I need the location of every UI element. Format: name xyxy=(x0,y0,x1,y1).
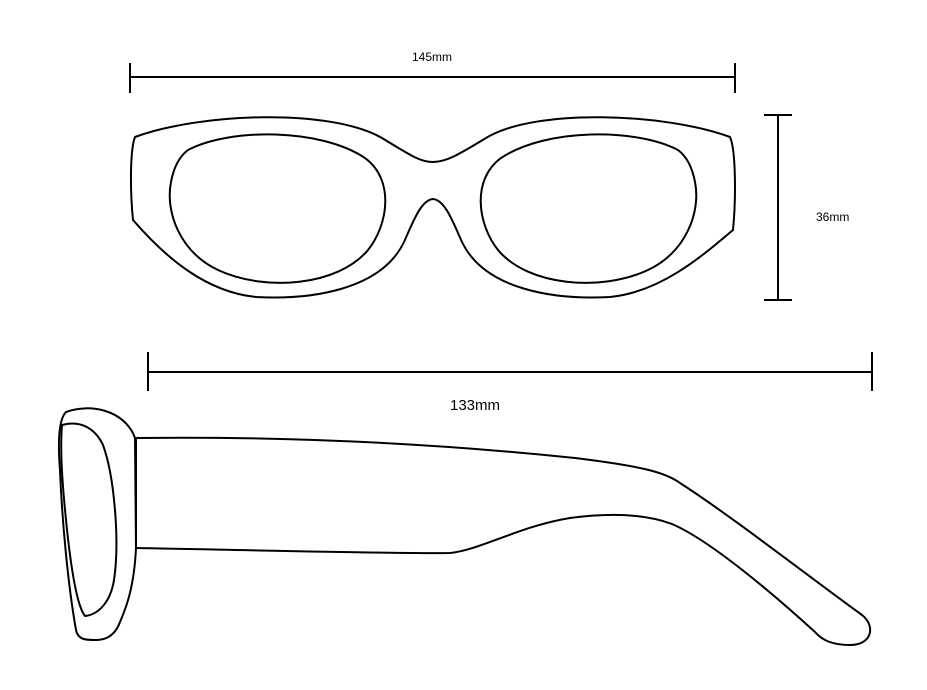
side-temple-arm xyxy=(135,436,872,646)
frame-height-dimension: 36mm xyxy=(764,114,849,301)
frame-width-dimension: 145mm xyxy=(129,50,736,93)
frame-height-label: 36mm xyxy=(816,210,849,224)
side-lens-edge xyxy=(60,422,118,617)
temple-length-label: 133mm xyxy=(450,397,500,414)
temple-length-dimension: 133mm xyxy=(147,352,873,414)
left-lens xyxy=(168,133,387,284)
right-lens xyxy=(479,133,698,284)
frame-width-label: 145mm xyxy=(412,50,452,64)
side-frame-front xyxy=(57,407,137,641)
front-frame-outline xyxy=(129,116,736,299)
side-view xyxy=(57,407,872,646)
front-view xyxy=(129,116,736,299)
